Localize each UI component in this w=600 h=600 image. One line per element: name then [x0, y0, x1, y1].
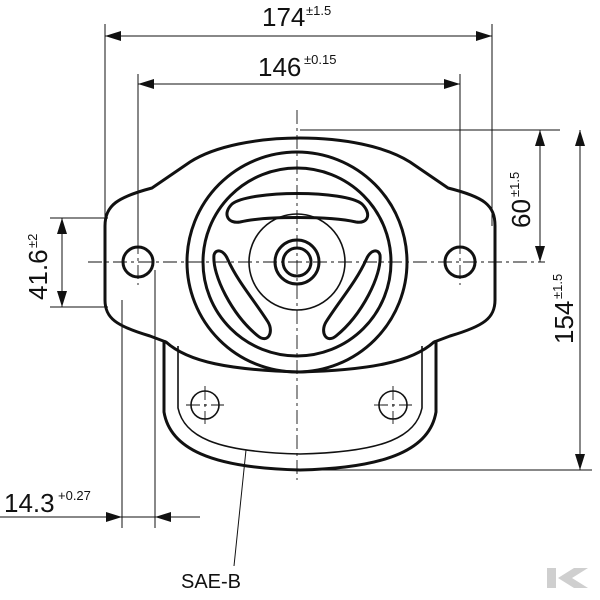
- dim-41-6: 41.6 ±2: [23, 234, 53, 300]
- dim-146-tolerance: ±0.15: [304, 52, 336, 67]
- dim-14-3-tolerance: +0.27: [58, 488, 91, 503]
- sae-b-callout: SAE-B: [181, 571, 241, 593]
- dim-174-tolerance: ±1.5: [306, 3, 331, 18]
- dim-60: 60 ±1.5: [506, 172, 536, 228]
- dim-154-tolerance: ±1.5: [550, 274, 565, 299]
- sae-b-label: SAE-B: [181, 571, 241, 593]
- brand-logo-icon: [547, 568, 588, 588]
- dim-154-value: 154: [549, 301, 579, 344]
- dim-146-value: 146: [258, 52, 301, 82]
- center-lines: [88, 110, 545, 480]
- dim-14-3: 14.3 +0.27: [4, 488, 91, 518]
- dimension-lines: [0, 24, 592, 567]
- dim-14-3-value: 14.3: [4, 488, 55, 518]
- dim-60-value: 60: [506, 199, 536, 228]
- dim-174-value: 174: [262, 2, 305, 32]
- dim-60-tolerance: ±1.5: [507, 172, 522, 197]
- dim-154: 154 ±1.5: [549, 274, 579, 344]
- dim-174: 174 ±1.5: [262, 2, 331, 32]
- flange-outline: [103, 136, 497, 374]
- dim-41-6-value: 41.6: [23, 249, 53, 300]
- dim-41-6-tolerance: ±2: [25, 234, 40, 248]
- dim-146: 146 ±0.15: [258, 52, 336, 82]
